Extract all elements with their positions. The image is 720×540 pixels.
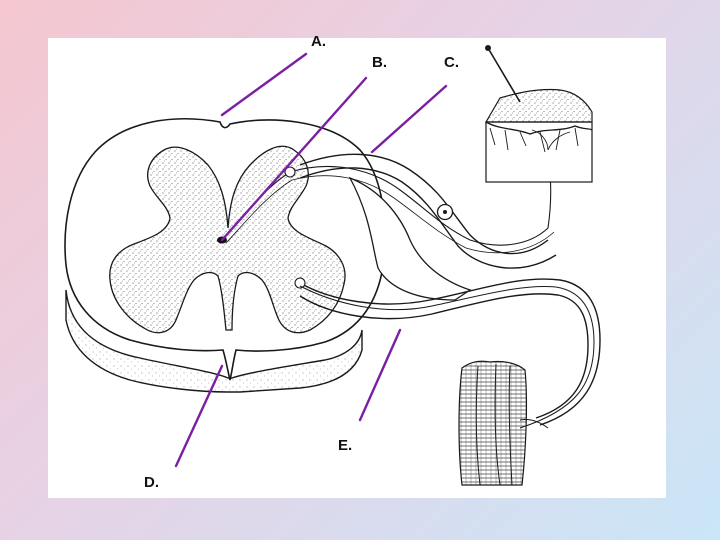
ventral-root [299,278,601,341]
spinal-nerve [539,339,601,426]
pointer-b [220,76,368,242]
label-c: C. [444,54,459,71]
spinal-cord-rim [65,289,363,393]
pointer-e [358,328,402,422]
label-a: A. [311,33,326,50]
root-wedge [348,176,472,301]
pointer-c [370,84,448,154]
label-d: D. [144,474,159,491]
sensory-neuron [221,149,552,246]
dorsal-root [299,153,549,255]
skeletal-muscle [458,360,549,486]
pointer-d [174,364,224,468]
label-e: E. [338,437,353,454]
pin-icon [485,45,521,103]
motor-neuron-body [294,277,306,289]
synapse-dorsal [284,166,296,178]
pointer-lines [174,52,448,468]
motor-neuron [299,285,595,429]
pointer-a [220,52,308,117]
grey-matter [109,145,346,334]
label-b: B. [372,54,387,71]
skin-receptor-block [484,88,593,183]
